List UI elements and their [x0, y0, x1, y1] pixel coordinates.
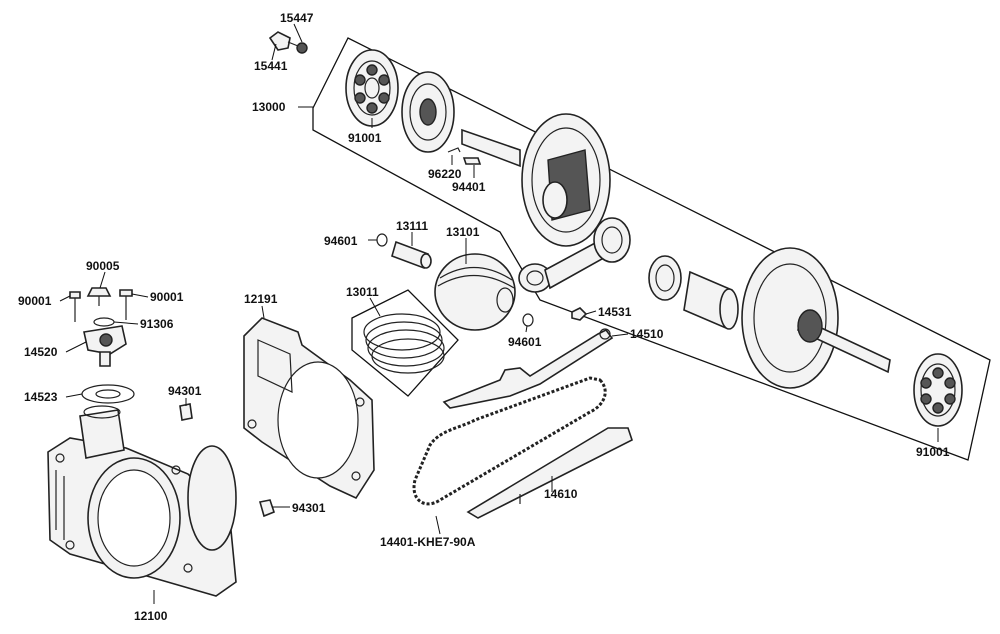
- label-13000: 13000: [252, 100, 286, 114]
- label-14401: 14401-KHE7-90A: [380, 535, 476, 549]
- label-94601-lower: 94601: [508, 335, 542, 349]
- bolt-14531: [571, 307, 588, 321]
- label-14610: 14610: [544, 487, 578, 501]
- label-94601-upper: 94601: [324, 234, 358, 248]
- dowel-pin-94301-upper: [179, 403, 193, 421]
- label-14523: 14523: [24, 390, 58, 404]
- bearing-91001-right: [913, 353, 963, 427]
- cam-chain-14401: [412, 376, 607, 506]
- cap-90005: [86, 287, 112, 306]
- label-91001-right: 91001: [916, 445, 950, 459]
- label-96220: 96220: [428, 167, 462, 181]
- label-15441: 15441: [254, 59, 288, 73]
- label-12100: 12100: [134, 609, 168, 623]
- bolt-15441: [268, 31, 299, 51]
- label-91001-left: 91001: [348, 131, 382, 145]
- connecting-rod: [518, 217, 631, 293]
- tensioner-14520: [83, 325, 127, 367]
- oil-seal: [401, 71, 455, 153]
- crank-pin: [683, 270, 739, 330]
- o-ring-91306: [93, 317, 115, 327]
- key-94401: [462, 157, 482, 165]
- label-91306: 91306: [140, 317, 174, 331]
- label-14520: 14520: [24, 345, 58, 359]
- bolt-90001-left: [69, 291, 81, 322]
- label-13011: 13011: [346, 285, 379, 299]
- nut-15447: [296, 42, 308, 54]
- label-13111: 13111: [396, 219, 428, 233]
- label-14531: 14531: [598, 305, 632, 319]
- piston-pin-13111: [391, 240, 432, 270]
- label-90001-right: 90001: [150, 290, 184, 304]
- crank-half-right: [741, 247, 891, 389]
- crankshaft-assembly-outline: [312, 37, 991, 461]
- chain-guide-14510: [442, 328, 614, 409]
- chain-guide-14610: [466, 427, 633, 519]
- piston-13101: [434, 253, 516, 331]
- label-90001-left: 90001: [18, 294, 52, 308]
- crank-half-left: [461, 113, 611, 247]
- label-12191: 12191: [244, 292, 278, 306]
- label-94301-lower: 94301: [292, 501, 326, 515]
- label-94301-upper: 94301: [168, 384, 202, 398]
- bearing-91001-left: [345, 49, 399, 127]
- key-96220: [447, 147, 461, 153]
- clip-94601-lower: [522, 313, 534, 327]
- piston-rings-13011: [363, 313, 445, 374]
- label-14510: 14510: [630, 327, 664, 341]
- bolt-90001-right: [119, 289, 133, 320]
- leader-lines: [59, 23, 939, 604]
- needle-bearing: [648, 255, 682, 301]
- dowel-pin-94301-lower: [258, 499, 275, 518]
- label-90005: 90005: [86, 259, 120, 273]
- cylinder-12100: [47, 405, 237, 597]
- gasket-14523: [81, 384, 135, 404]
- clip-94601-upper: [376, 233, 388, 247]
- label-15447: 15447: [280, 11, 314, 25]
- label-94401: 94401: [452, 180, 486, 194]
- label-13101: 13101: [446, 225, 480, 239]
- cylinder-gasket-12191: [243, 317, 375, 500]
